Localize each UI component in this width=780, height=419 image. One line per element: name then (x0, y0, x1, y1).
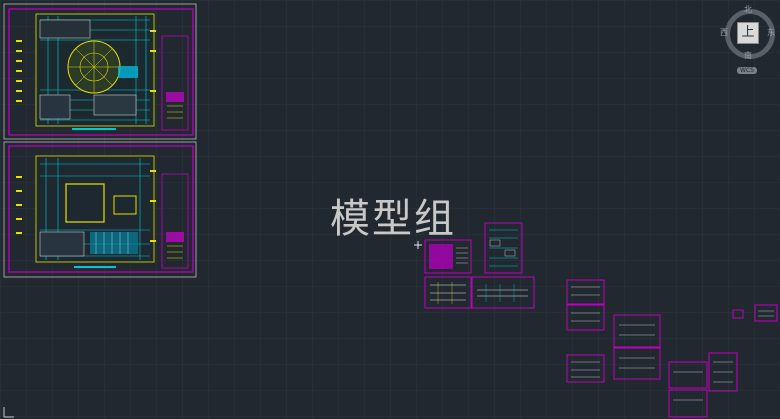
detail-sheet-b[interactable] (424, 276, 472, 309)
detail-sheet-cover[interactable] (424, 239, 472, 274)
floor-plan-sheet-upper[interactable] (3, 3, 197, 140)
wcs-menu-button[interactable]: WCS (737, 67, 757, 74)
ucs-icon (3, 407, 14, 418)
detail-sheet-e[interactable] (566, 354, 605, 383)
detail-sheet-d[interactable] (566, 279, 605, 331)
floor-plan-sheet-lower[interactable] (3, 141, 197, 278)
detail-sheet-a[interactable] (484, 222, 523, 274)
viewcube-compass-ring[interactable] (725, 9, 775, 59)
crosshair-cursor-icon (414, 241, 422, 249)
detail-sheet-h[interactable] (732, 304, 778, 322)
layout-watermark-text: 模型组 (330, 196, 456, 242)
viewcube[interactable]: 上 北 南 东 西 WCS (720, 4, 778, 76)
compass-north-label[interactable]: 北 (744, 5, 752, 14)
compass-south-label[interactable]: 南 (744, 51, 752, 60)
viewcube-top-face[interactable]: 上 (737, 22, 759, 44)
detail-sheet-f[interactable] (613, 314, 661, 380)
detail-sheet-g[interactable] (668, 352, 738, 418)
detail-sheet-c[interactable] (471, 276, 535, 309)
compass-east-label[interactable]: 东 (767, 28, 775, 37)
compass-west-label[interactable]: 西 (720, 28, 728, 37)
